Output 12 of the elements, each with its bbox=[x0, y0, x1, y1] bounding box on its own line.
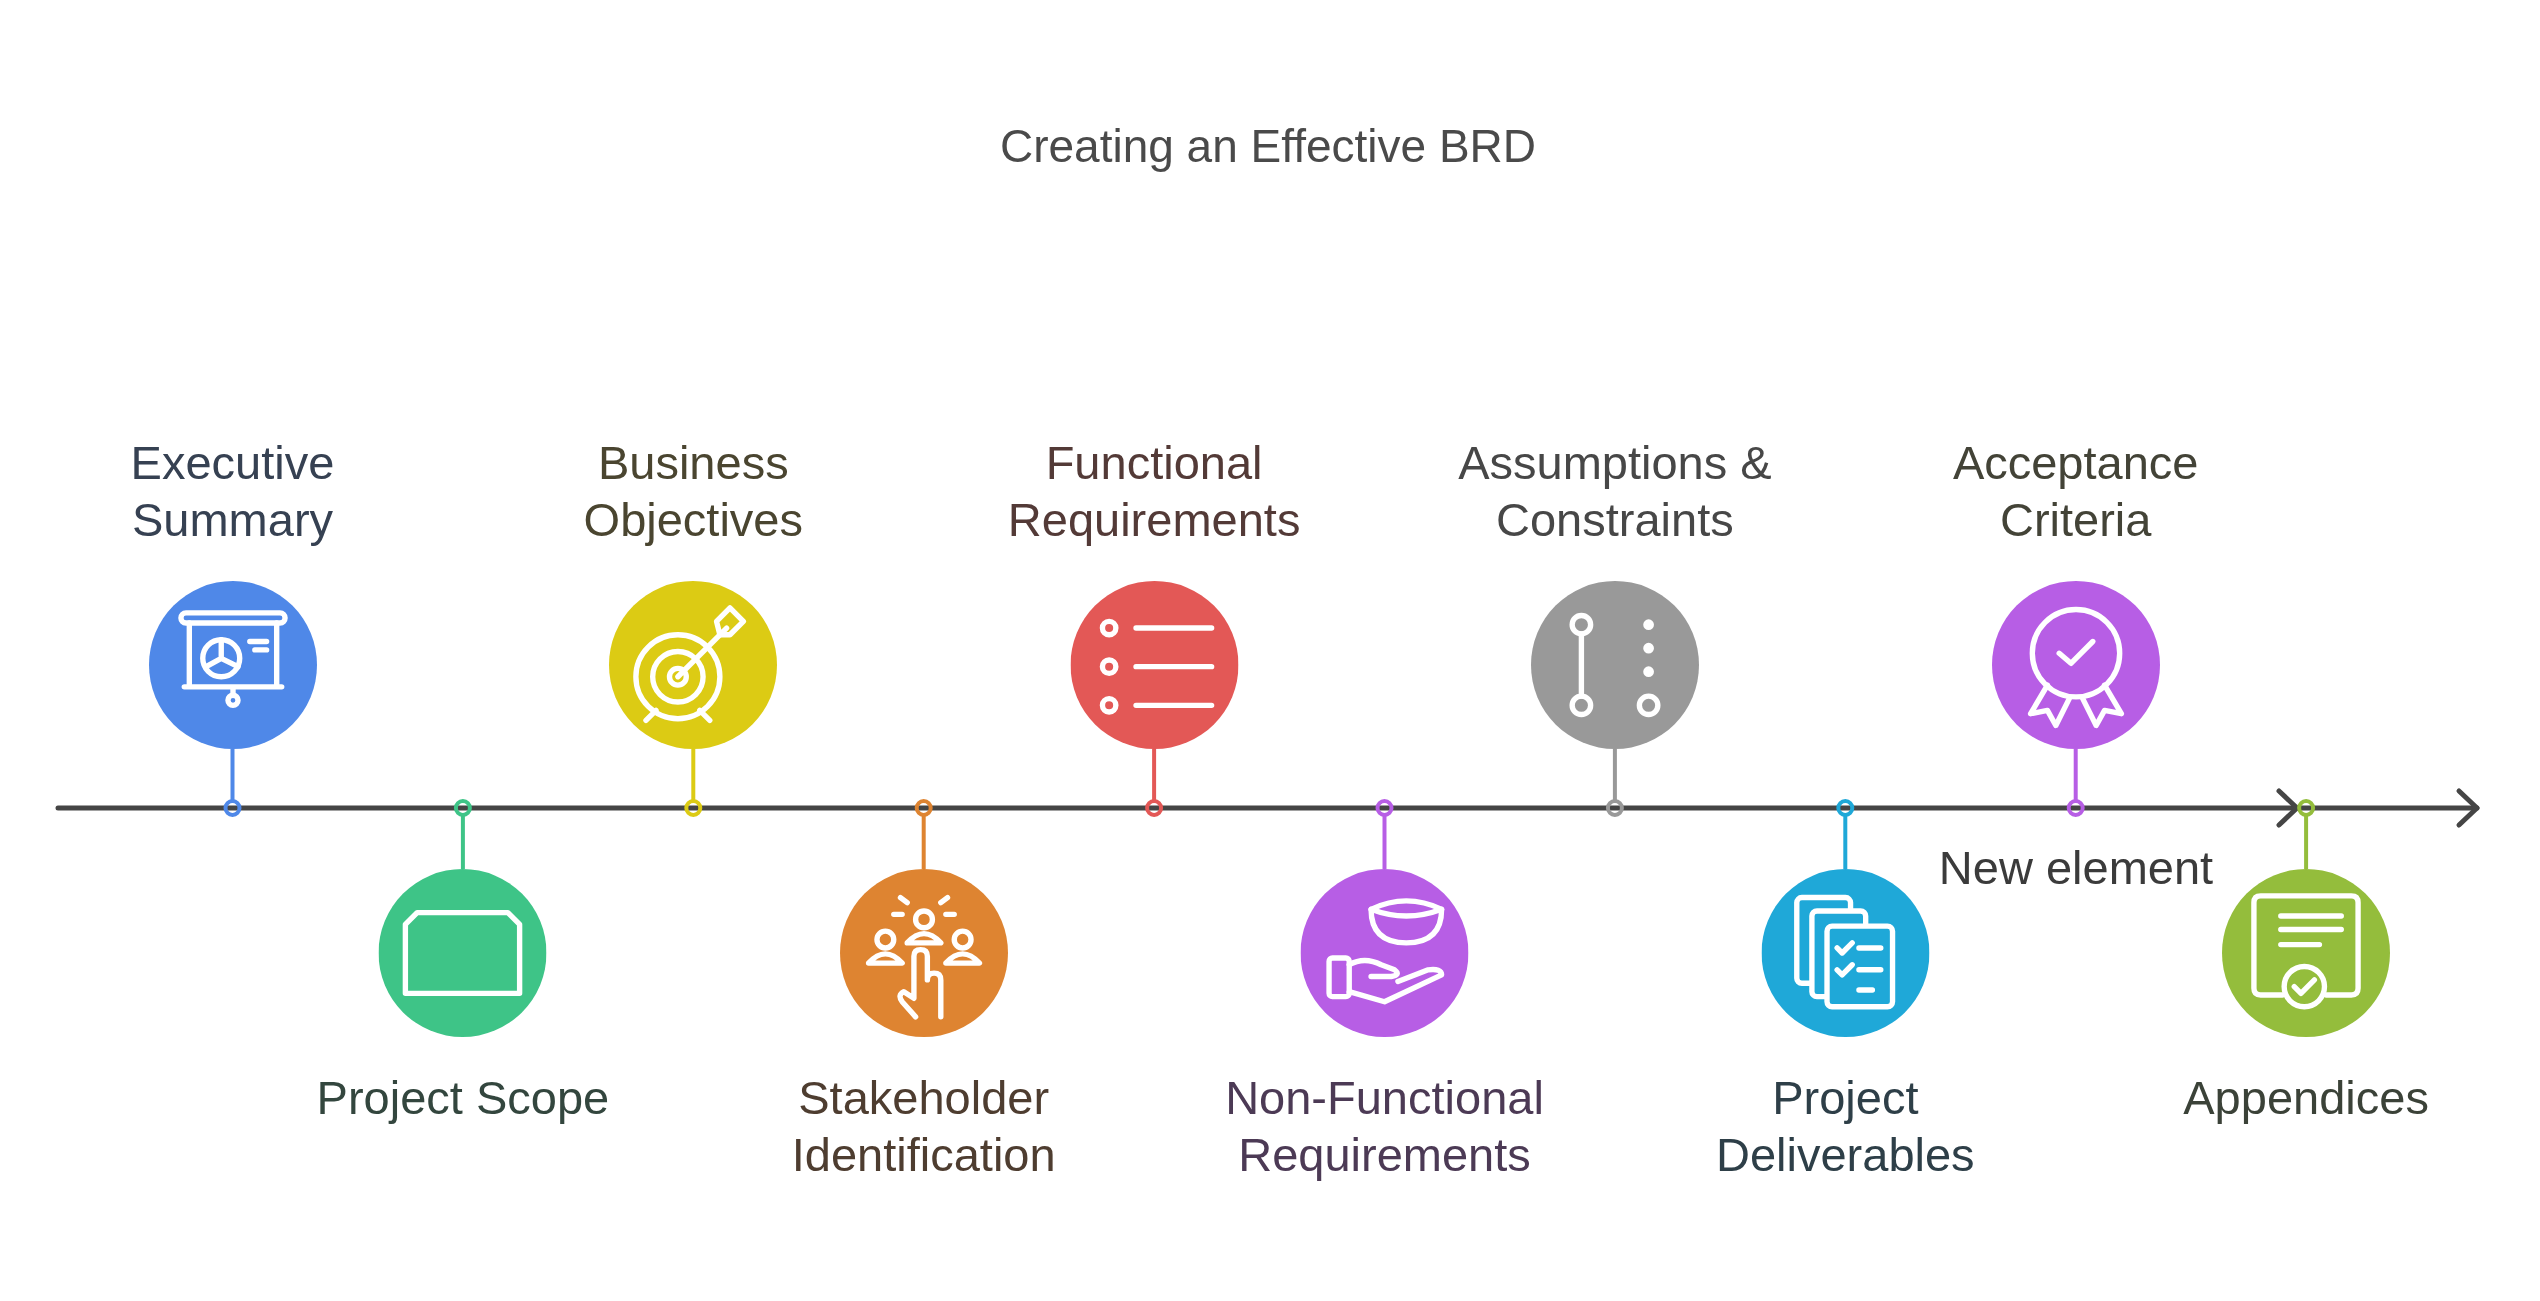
step-title: Assumptions & Constraints bbox=[1457, 434, 1773, 548]
note-text: New element bbox=[1938, 839, 2214, 896]
step-title: Business Objectives bbox=[582, 434, 804, 548]
step-title: Stakeholder Identification bbox=[790, 1070, 1057, 1183]
step-title: Functional Requirements bbox=[1006, 434, 1302, 548]
step-title: Project Scope bbox=[315, 1070, 611, 1126]
step-title: Non-Functional Requirements bbox=[1224, 1070, 1545, 1183]
diagram-title: Creating an Effective BRD bbox=[999, 119, 1537, 174]
step-title: Appendices bbox=[2182, 1070, 2430, 1126]
step-title: Project Deliverables bbox=[1715, 1070, 1976, 1183]
step-title: Acceptance Criteria bbox=[1951, 434, 2200, 548]
step-title: Executive Summary bbox=[129, 434, 336, 548]
